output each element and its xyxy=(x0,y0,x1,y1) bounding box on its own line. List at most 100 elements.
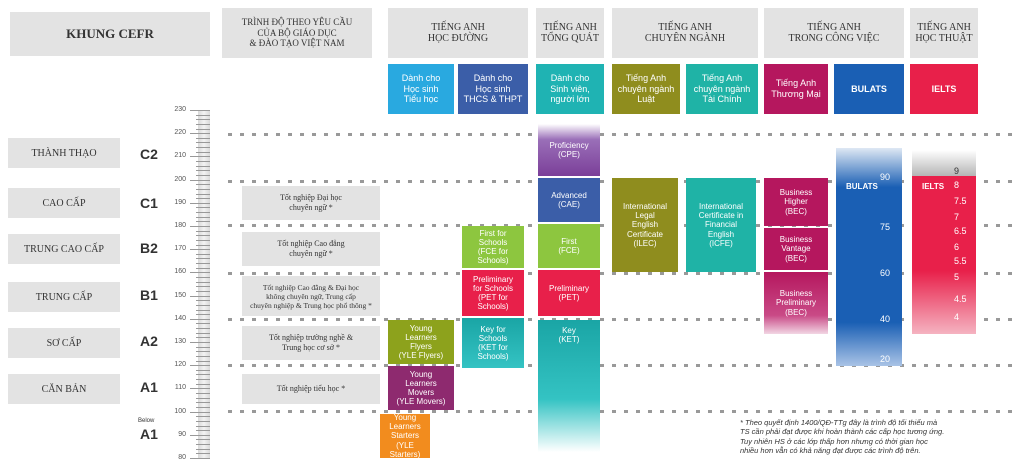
ruler-label: 150 xyxy=(174,291,186,299)
guide-dot xyxy=(672,364,676,367)
guide-dot xyxy=(996,410,1000,413)
ielts-top-gray xyxy=(912,150,976,176)
ruler-tick xyxy=(196,142,210,144)
guide-dot xyxy=(372,272,376,275)
ielts-score-4-5: 4.5 xyxy=(954,294,967,304)
guide-dot xyxy=(720,318,724,321)
guide-dot xyxy=(852,133,856,136)
guide-dot xyxy=(252,224,256,227)
exam-ket: Key (KET) xyxy=(538,320,600,452)
ruler-tick xyxy=(196,383,210,385)
guide-dot xyxy=(228,364,232,367)
guide-dot xyxy=(468,410,472,413)
level-name-b1: TRUNG CẤP xyxy=(8,282,120,312)
guide-dot xyxy=(384,224,388,227)
guide-dot xyxy=(396,133,400,136)
guide-dot xyxy=(996,224,1000,227)
guide-dot xyxy=(708,410,712,413)
ruler-tick xyxy=(196,128,210,130)
below-a1-code: A1 xyxy=(140,426,158,442)
guide-dot xyxy=(684,318,688,321)
guide-dot xyxy=(288,410,292,413)
ruler-tick xyxy=(196,123,210,125)
guide-dot xyxy=(300,224,304,227)
guide-dot xyxy=(408,224,412,227)
guide-dot xyxy=(372,364,376,367)
guide-dot xyxy=(360,318,364,321)
guide-dot xyxy=(960,410,964,413)
guide-dot xyxy=(1008,224,1012,227)
ruler-label: 200 xyxy=(174,175,186,183)
guide-dot xyxy=(252,180,256,183)
ruler-tick xyxy=(196,184,210,186)
guide-dot xyxy=(840,133,844,136)
ruler-tick xyxy=(196,406,210,408)
guide-dot xyxy=(888,133,892,136)
guide-dot xyxy=(636,410,640,413)
guide-dot xyxy=(924,133,928,136)
guide-dot xyxy=(276,364,280,367)
guide-dot xyxy=(996,133,1000,136)
guide-dot xyxy=(732,364,736,367)
guide-dot xyxy=(264,272,268,275)
ruler-tick xyxy=(196,258,210,260)
guide-dot xyxy=(828,272,832,275)
ruler-label: 190 xyxy=(174,198,186,206)
guide-dot xyxy=(228,180,232,183)
ruler-tick xyxy=(196,425,210,427)
guide-dot xyxy=(348,272,352,275)
ruler-tick xyxy=(196,290,210,292)
guide-dot xyxy=(864,410,868,413)
guide-dot xyxy=(936,133,940,136)
guide-dot xyxy=(636,364,640,367)
guide-dot xyxy=(228,318,232,321)
guide-dot xyxy=(396,272,400,275)
guide-dot xyxy=(828,133,832,136)
header-school-english: TIẾNG ANH HỌC ĐƯỜNG xyxy=(388,8,528,58)
ruler-tick xyxy=(196,300,210,302)
guide-dot xyxy=(732,410,736,413)
guide-dot xyxy=(324,410,328,413)
guide-dot xyxy=(744,272,748,275)
guide-dot xyxy=(312,272,316,275)
guide-dot xyxy=(1008,133,1012,136)
guide-dot xyxy=(828,410,832,413)
guide-dot xyxy=(720,272,724,275)
ruler-tick xyxy=(190,458,210,459)
guide-dot xyxy=(360,272,364,275)
guide-dot xyxy=(300,364,304,367)
ielts-score-9: 9 xyxy=(954,166,960,176)
guide-dot xyxy=(660,410,664,413)
guide-dot xyxy=(528,364,532,367)
guide-dot xyxy=(720,133,724,136)
ruler-tick xyxy=(196,416,210,418)
ruler-tick xyxy=(196,244,210,246)
guide-dot xyxy=(612,133,616,136)
guide-dot xyxy=(288,272,292,275)
ruler-label: 170 xyxy=(174,245,186,253)
guide-dot xyxy=(936,364,940,367)
exam-pet: Preliminary (PET) xyxy=(538,270,600,316)
exam-cae: Advanced (CAE) xyxy=(538,178,600,222)
guide-dot xyxy=(240,272,244,275)
ruler-label: 160 xyxy=(174,268,186,276)
guide-dot xyxy=(648,272,652,275)
guide-dot xyxy=(828,318,832,321)
vn-requirement-a1: Tốt nghiệp tiểu học * xyxy=(242,374,380,404)
guide-dot xyxy=(372,410,376,413)
ruler-label: 90 xyxy=(178,430,186,438)
ruler-tick xyxy=(196,420,210,422)
header-general-english: TIẾNG ANH TỔNG QUÁT xyxy=(536,8,604,58)
level-name-c2: THÀNH THẠO xyxy=(8,138,120,168)
guide-dot xyxy=(864,133,868,136)
ruler-label: 120 xyxy=(174,361,186,369)
ruler-tick xyxy=(190,226,210,227)
guide-dot xyxy=(624,318,628,321)
exam-ilec: International Legal English Certificate … xyxy=(612,178,678,272)
ruler-tick xyxy=(196,198,210,200)
guide-dot xyxy=(984,410,988,413)
guide-dot xyxy=(324,318,328,321)
guide-dot xyxy=(804,364,808,367)
level-code-a2: A2 xyxy=(140,333,158,349)
